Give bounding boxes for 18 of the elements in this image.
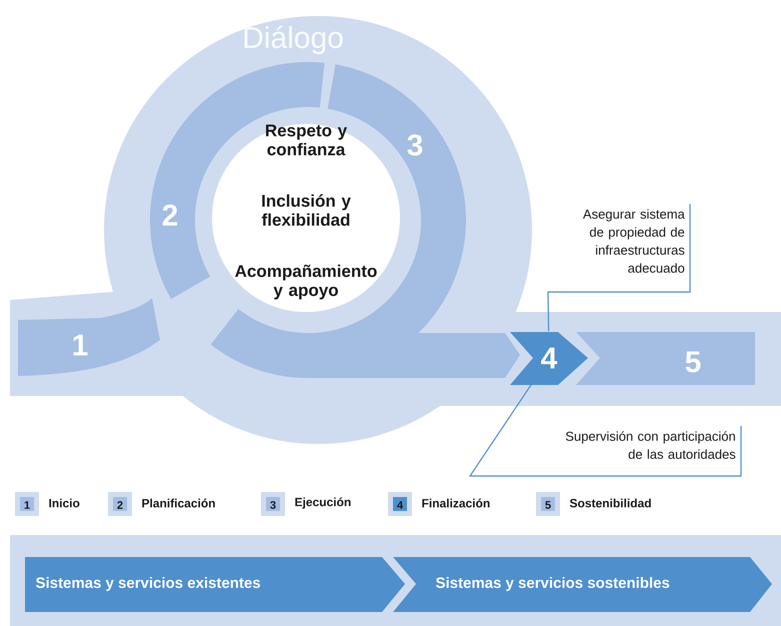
leader-line <box>547 204 691 332</box>
swatch-number: 4 <box>397 501 403 509</box>
callout-text: Asegurar sistema de propiedad de infraestructuras adecuado <box>582 209 685 273</box>
legend-label: Finalización <box>422 498 490 508</box>
stage-block: Sistemas y servicios sostenibles <box>393 557 772 612</box>
swatch-number: 5 <box>545 501 551 509</box>
legend-label: Planificación <box>142 498 215 508</box>
legend-label: Ejecución <box>295 497 350 509</box>
leader-line <box>468 384 742 477</box>
legend-label: Sostenibilidad <box>570 498 651 508</box>
swatch-number: 2 <box>117 501 123 509</box>
legend-label: Inicio <box>49 498 80 508</box>
swatch-number: 1 <box>24 501 30 509</box>
stage-block: Sistemas y servicios existentes <box>25 557 405 612</box>
phase-bar: 5 <box>576 332 755 385</box>
swatch-number: 3 <box>270 501 276 509</box>
phase-segment: 1 <box>18 298 160 376</box>
phase-block: 4 <box>510 332 588 385</box>
